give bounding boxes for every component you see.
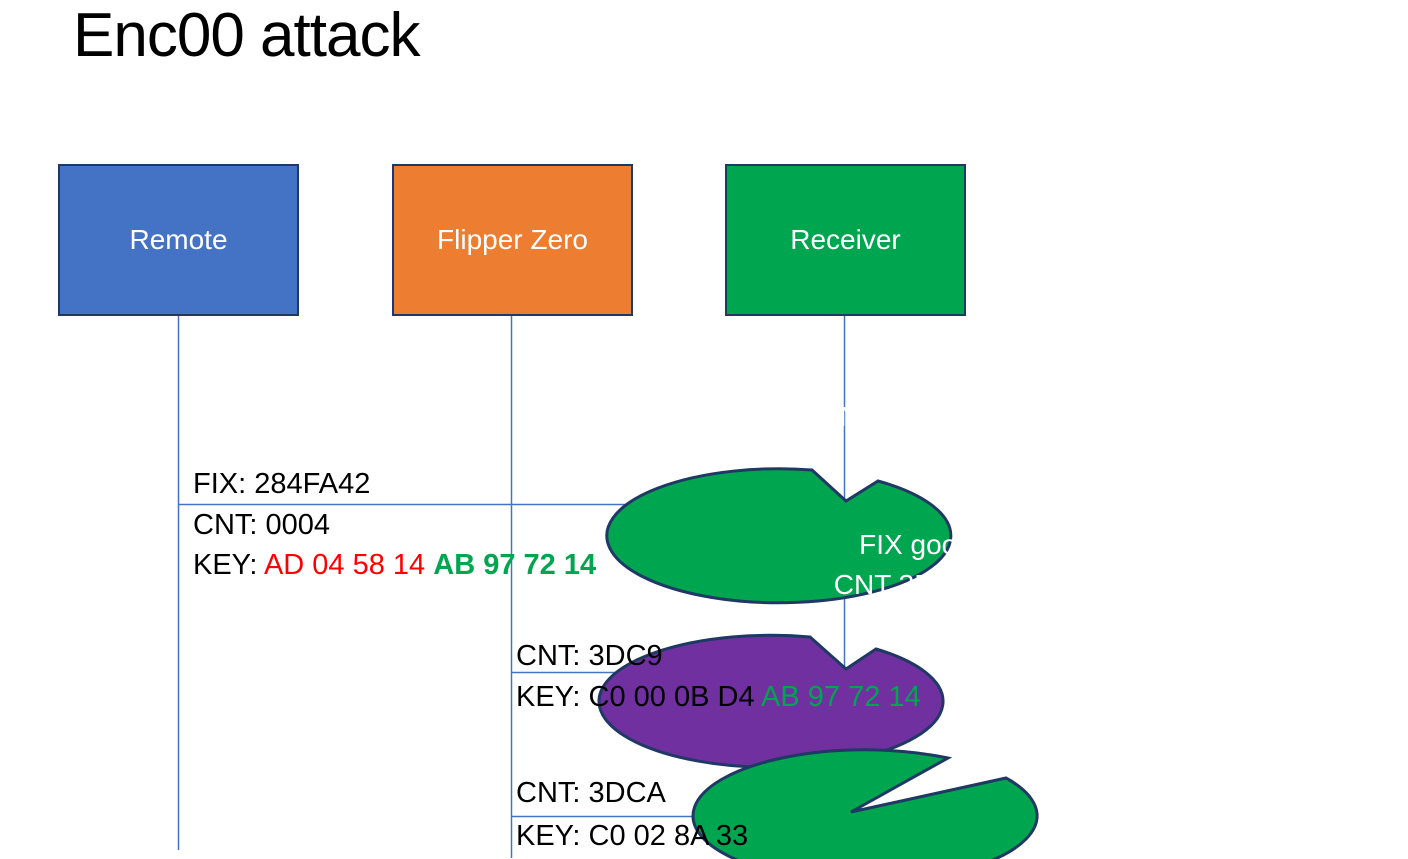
actor-label-remote: Remote [129,224,228,255]
callout-3-text: FIX good CNT is 3DCA “Opened” [932,662,1252,782]
callout-2-line3: future code [845,609,987,640]
message2-cnt-label: CNT: 3DC9 [516,640,663,672]
callout-1-line1: FIX good [861,361,975,392]
callout-2-text: FIX good CNT 3DC9 is future code [756,525,1076,645]
actor-label-flipper-zero: Flipper Zero [437,224,588,255]
actor-label-receiver: Receiver [790,224,901,255]
callout-3-bubble [691,748,1039,859]
callout-1-line2: CNT 0001 good [819,401,1017,432]
message3-cnt-label: CNT: 3DCA [516,777,666,809]
message2-key-prefix: KEY: C0 00 0B D4 [516,681,762,713]
message1-key-red-bytes: AD 04 58 14 [263,549,434,581]
message1-key-label: KEY: AD 04 58 14 AB 97 72 14 [193,549,596,582]
callout-2-bubble [597,633,945,769]
actor-box-remote: Remote [58,164,299,316]
page-title: Enc00 attack [73,1,420,70]
callout-3-line2: CNT is 3DCA [1008,706,1176,737]
actor-box-receiver: Receiver [725,164,966,316]
callout-1-line3: “Opened” [858,441,978,472]
callout-1-bubble [605,467,953,605]
message3-key-prefix: KEY: C0 02 8A 33 [516,820,755,852]
message3-key-green-bytes: AB 97 72 14 [754,820,915,852]
callout-2-line1: FIX good [859,529,973,560]
callout-3-line3: “Opened” [1032,746,1152,777]
message1-cnt-label: CNT: 0004 [193,509,331,541]
callout-3-line1: FIX good [1035,666,1149,697]
message1-fix-label: FIX: 284FA42 [193,468,371,500]
message1-key-prefix: KEY: [193,549,264,581]
message1-key-green-bytes: AB 97 72 14 [433,549,597,581]
callout-2-line2: CNT 3DC9 is [833,569,999,600]
message2-key-label: KEY: C0 00 0B D4 AB 97 72 14 [516,681,921,714]
message3-key-label: KEY: C0 02 8A 33 AB 97 72 14 [516,820,914,853]
actor-box-flipper-zero: Flipper Zero [392,164,633,316]
callout-1-text: FIX good CNT 0001 good “Opened” [758,357,1078,477]
message2-key-green-bytes: AB 97 72 14 [761,681,921,713]
